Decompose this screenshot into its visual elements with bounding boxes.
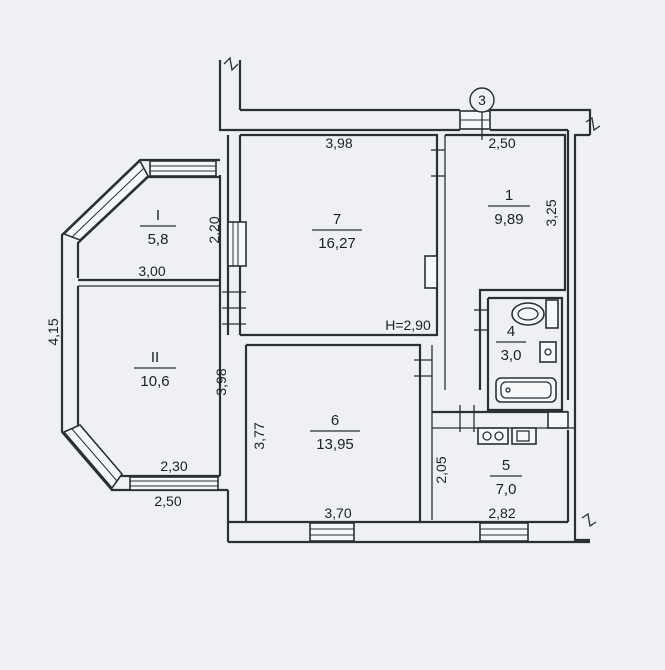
dim-room6-width: 3,70	[324, 505, 351, 521]
outer-walls	[60, 60, 592, 544]
room-4-number: 4	[507, 323, 515, 340]
room-6-area: 13,95	[316, 436, 354, 453]
dim-room5-length: 2,05	[433, 456, 449, 483]
sink-icon	[539, 341, 557, 363]
room-5-number: 5	[502, 457, 510, 474]
dim-room7-width: 3,98	[325, 135, 352, 151]
axis-marker: 3	[469, 87, 495, 140]
room-5-area: 7,0	[496, 481, 517, 498]
dim-roomI-width: 3,00	[138, 263, 165, 279]
ceiling-height: Н=2,90	[385, 317, 431, 333]
toilet-icon	[511, 299, 559, 329]
dimension-labels: 3,98 2,50 3,25 2,20 3,00 4,15 3,98 3,77 …	[45, 135, 559, 521]
room-II-number: II	[151, 349, 159, 366]
room-II-area: 10,6	[140, 373, 169, 390]
axis-marker-label: 3	[478, 92, 486, 108]
room-4-area: 3,0	[501, 347, 522, 364]
dim-room1-length: 3,25	[543, 199, 559, 226]
dim-room1-width: 2,50	[488, 135, 515, 151]
windows	[62, 110, 529, 542]
room-labels: I 5,8 II 10,6 7 16,27 1 9,89 4 3,0 6 13,…	[134, 187, 530, 498]
interior-walls	[78, 133, 575, 522]
dim-room6-length: 3,77	[251, 422, 267, 449]
room-1-area: 9,89	[494, 211, 523, 228]
break-marks	[223, 56, 601, 528]
room-7-area: 16,27	[318, 235, 356, 252]
dim-room5-width: 2,82	[488, 505, 515, 521]
stove-icon	[477, 427, 509, 445]
room-7-number: 7	[333, 211, 341, 228]
room-I-area: 5,8	[148, 231, 169, 248]
dim-roomI-length: 2,20	[206, 216, 222, 243]
dim-roomII-side: 3,98	[213, 368, 229, 395]
room-I-number: I	[156, 207, 160, 224]
bathtub-icon	[495, 377, 557, 403]
room-1-number: 1	[505, 187, 513, 204]
kitchen-sink-icon	[511, 427, 537, 445]
dim-roomII-outer-width: 2,50	[154, 493, 181, 509]
room-6-number: 6	[331, 412, 339, 429]
dim-roomII-inner-width: 2,30	[160, 458, 187, 474]
door-marks	[222, 149, 488, 432]
dim-roomII-length: 4,15	[45, 318, 61, 345]
